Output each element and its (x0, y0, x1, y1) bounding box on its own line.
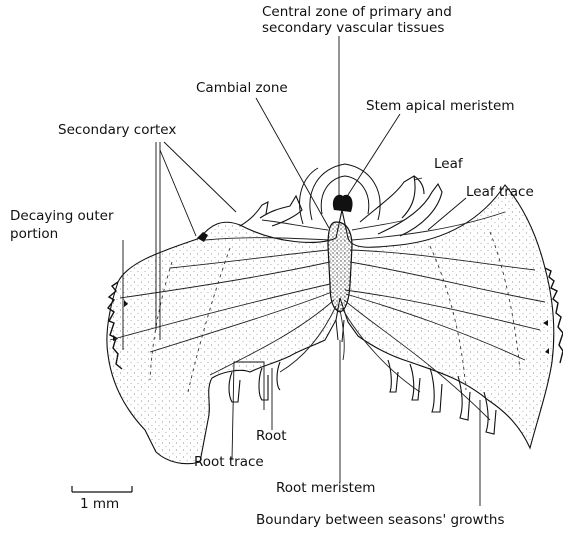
scale-bar-label: 1 mm (80, 496, 119, 513)
scale-bar (72, 486, 132, 492)
leader-secondary-cortex-c (164, 142, 236, 212)
label-secondary-cortex: Secondary cortex (58, 122, 176, 139)
label-decaying-outer-line2: portion (10, 226, 58, 243)
stem-apex (333, 195, 353, 212)
label-root-trace: Root trace (194, 454, 264, 471)
label-leaf-trace: Leaf trace (466, 184, 534, 201)
leader-stem-apical-meristem (346, 114, 400, 198)
label-leaf: Leaf (434, 156, 463, 173)
label-central-zone-line1: Central zone of primary and (262, 4, 452, 21)
leader-leaf-trace (428, 198, 466, 230)
leaf-right (360, 176, 424, 222)
label-cambial-zone: Cambial zone (196, 80, 288, 97)
label-decaying-outer-line1: Decaying outer (10, 208, 114, 225)
leaf-far-left (240, 202, 268, 226)
root-meristem-notch (336, 320, 344, 342)
label-root: Root (256, 428, 287, 445)
label-boundary: Boundary between seasons' growths (256, 512, 504, 529)
leaf-far-right (378, 184, 442, 236)
central-vascular-column (328, 222, 352, 312)
label-root-meristem: Root meristem (276, 480, 375, 497)
label-central-zone-line2: secondary vascular tissues (262, 20, 444, 37)
label-stem-apical-meristem: Stem apical meristem (366, 98, 514, 115)
leader-secondary-cortex-d (160, 150, 196, 236)
